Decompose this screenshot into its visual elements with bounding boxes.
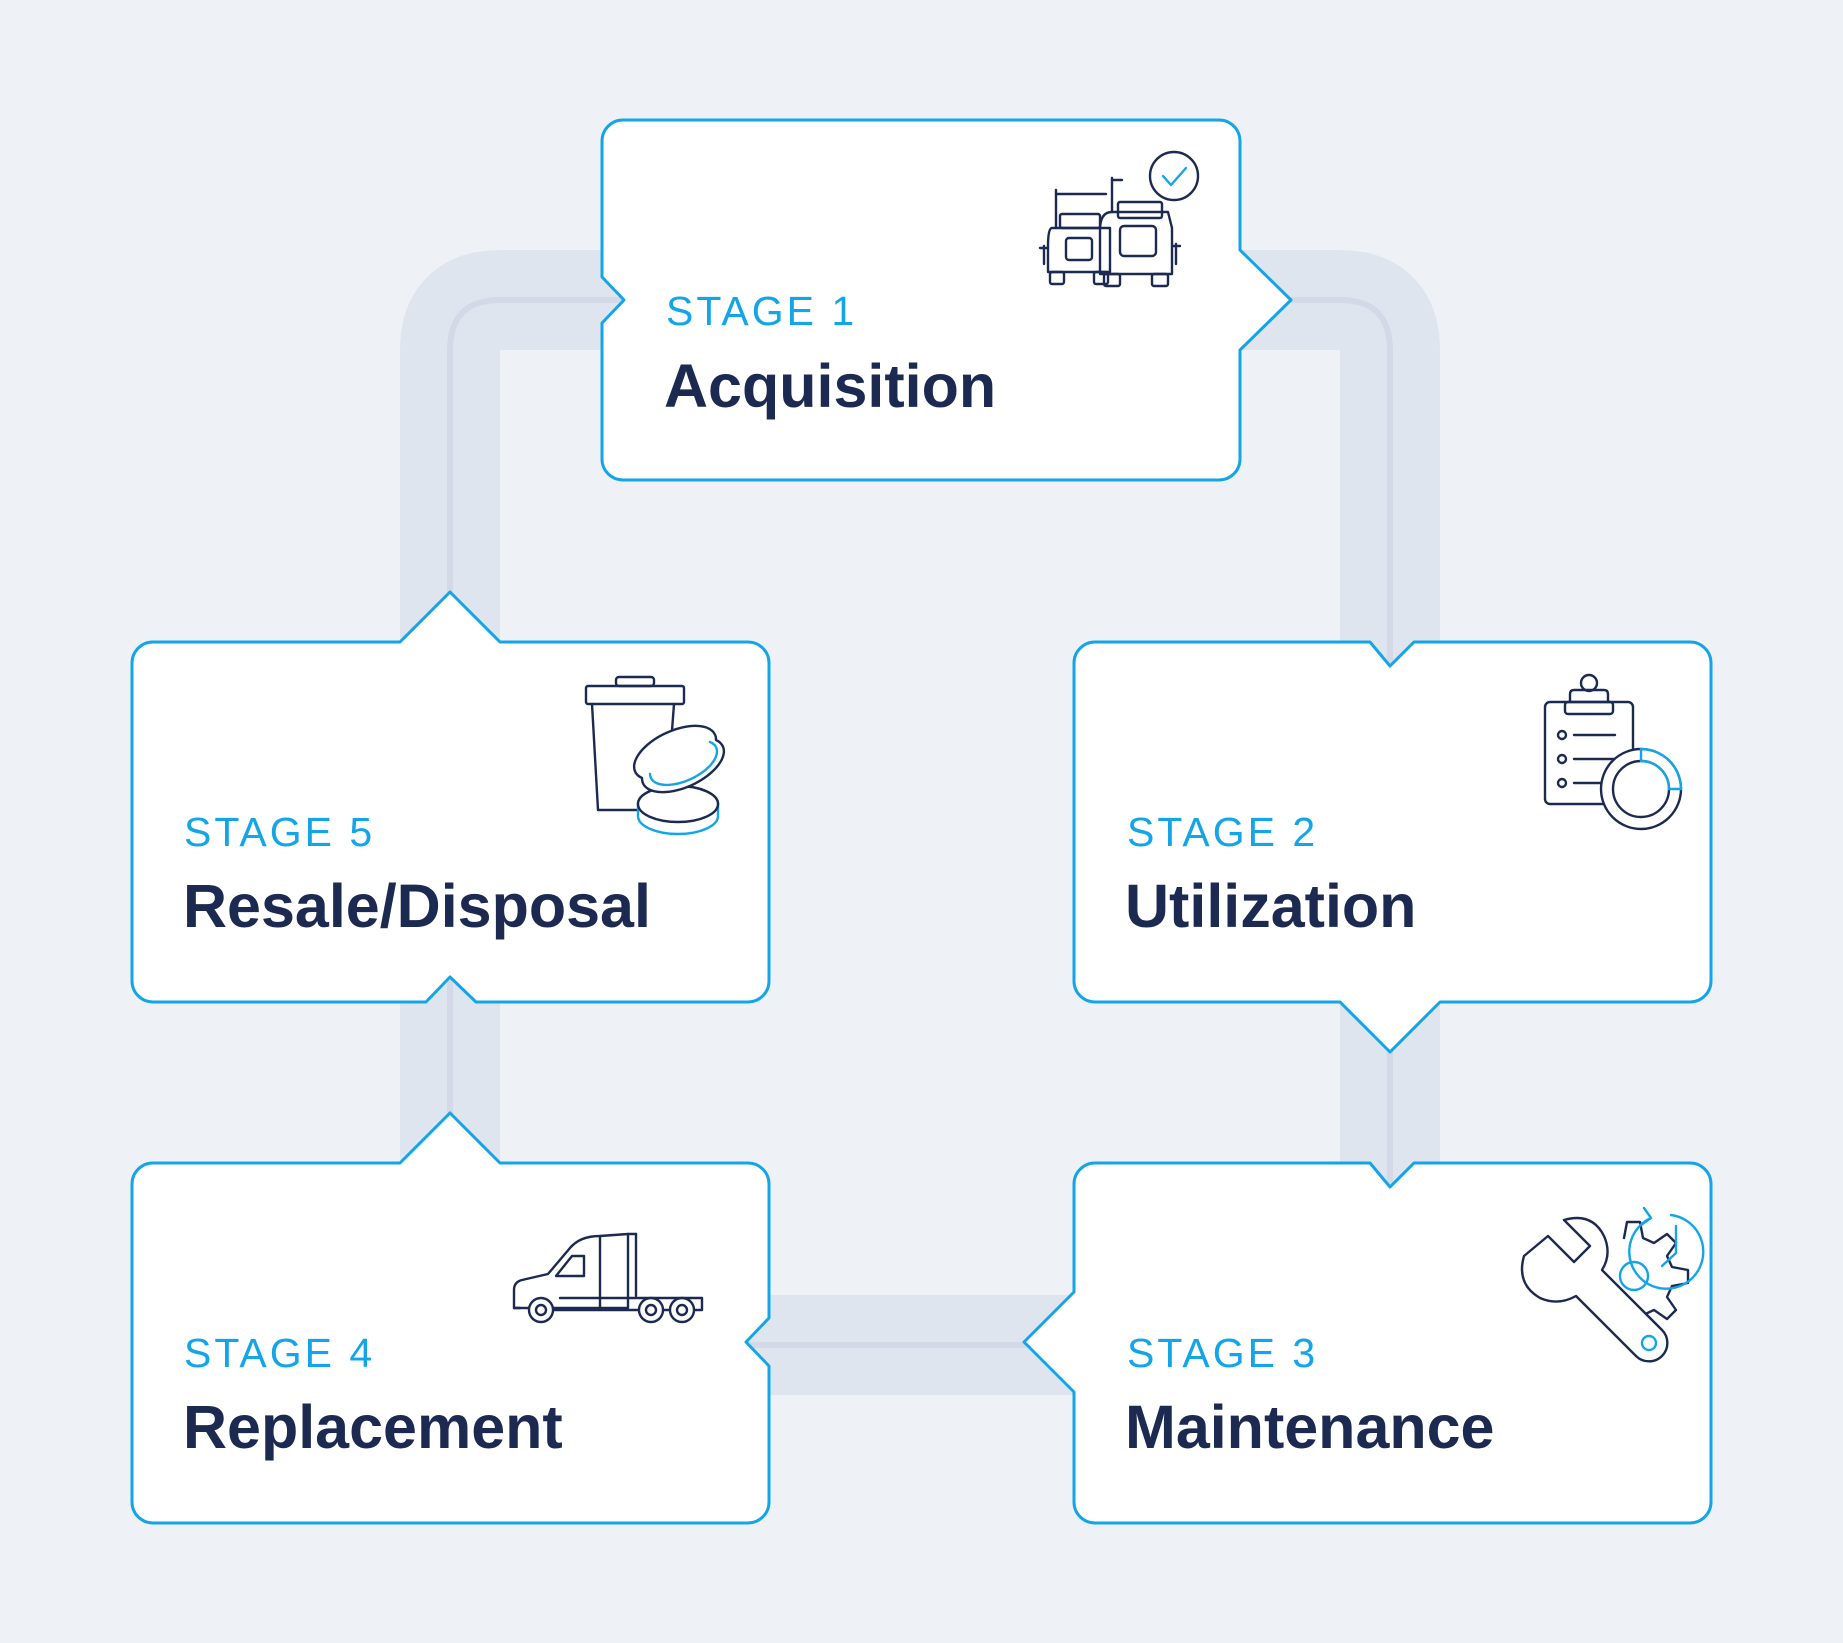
truck-clock-icon: [514, 1208, 1703, 1322]
stage-5-label: STAGE 5: [184, 809, 376, 855]
stage-2-label: STAGE 2: [1127, 809, 1319, 855]
wrench-gear-icon: [1522, 1218, 1688, 1361]
trash-coins-icon: [586, 677, 724, 834]
stage-2-card: [1072, 640, 1713, 1054]
track-center-line: [447, 297, 1393, 1348]
trucks-check-icon: [1040, 152, 1198, 286]
stage-1-title: Acquisition: [664, 352, 997, 420]
stage-4-label: STAGE 4: [184, 1330, 376, 1376]
cycle-track: [400, 250, 1440, 1395]
stage-4-title: Replacement: [183, 1393, 563, 1461]
stage-5-card: [130, 590, 771, 1004]
stage-2-title: Utilization: [1125, 872, 1417, 940]
stage-3-title: Maintenance: [1125, 1393, 1495, 1461]
stage-5-title: Resale/Disposal: [183, 872, 651, 940]
stage-4-card: [130, 1111, 771, 1525]
clipboard-chart-icon: [1545, 675, 1681, 829]
stage-3-label: STAGE 3: [1127, 1330, 1319, 1376]
stage-1-label: STAGE 1: [666, 288, 858, 334]
